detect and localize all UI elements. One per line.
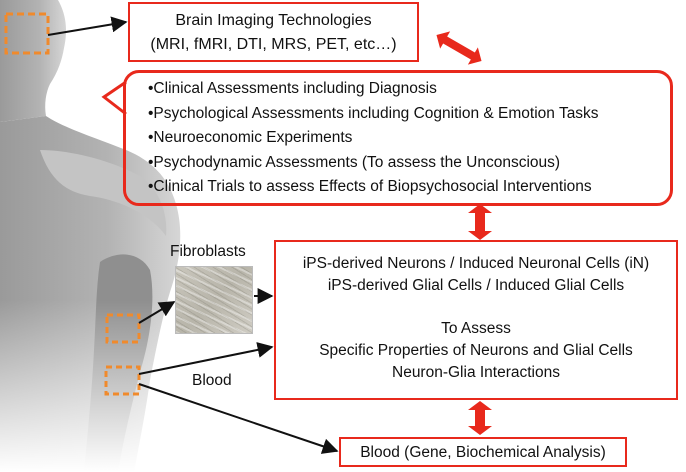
- imaging-assess-double-arrow: [436, 31, 482, 65]
- brain-imaging-box: Brain Imaging Technologies (MRI, fMRI, D…: [128, 2, 419, 62]
- ips-cells-box: iPS-derived Neurons / Induced Neuronal C…: [274, 240, 678, 400]
- assessment-item: •Clinical Trials to assess Effects of Bi…: [148, 178, 592, 195]
- fibroblast-micrograph: [175, 266, 253, 334]
- assessment-item: •Neuroeconomic Experiments: [148, 129, 353, 146]
- assessments-box: •Clinical Assessments including Diagnosi…: [123, 70, 673, 206]
- skin-to-fibroblasts-arrow: [138, 301, 176, 324]
- assessment-item: •Psychological Assessments including Cog…: [148, 104, 599, 122]
- assessment-item: •Clinical Assessments including Diagnosi…: [148, 80, 437, 97]
- blood-analysis-label: Blood (Gene, Biochemical Analysis): [360, 444, 606, 461]
- arm-skin-marker: [105, 313, 141, 344]
- silhouette-fade: [0, 300, 190, 472]
- head-marker: [4, 12, 50, 55]
- shoulder-shade: [40, 150, 167, 236]
- ips-blood-double-arrow: [468, 401, 492, 435]
- ips-neurons-line: iPS-derived Neurons / Induced Neuronal C…: [302, 255, 650, 272]
- head-to-imaging-arrow: [47, 16, 128, 36]
- assess-ips-double-arrow: [468, 204, 492, 240]
- blood-to-analysis-arrow: [138, 383, 339, 454]
- fibroblasts-label: Fibroblasts: [170, 243, 246, 260]
- assess-pointer: [101, 80, 127, 116]
- assessment-item: •Psychodynamic Assessments (To assess th…: [148, 153, 561, 171]
- to-assess-line: To Assess: [441, 320, 511, 337]
- brain-imaging-title: Brain Imaging Technologies: [175, 12, 372, 29]
- blood-analysis-box: Blood (Gene, Biochemical Analysis): [339, 437, 627, 467]
- head-silhouette: [0, 0, 66, 122]
- interactions-line: Neuron-Glia Interactions: [392, 364, 560, 381]
- blood-label: Blood: [192, 372, 232, 389]
- ips-glia-line: iPS-derived Glial Cells / Induced Glial …: [327, 277, 625, 294]
- properties-line: Specific Properties of Neurons and Glial…: [319, 342, 633, 359]
- blood-to-ips-arrow: [138, 342, 274, 375]
- brain-imaging-modalities: (MRI, fMRI, DTI, MRS, PET, etc…): [150, 36, 397, 53]
